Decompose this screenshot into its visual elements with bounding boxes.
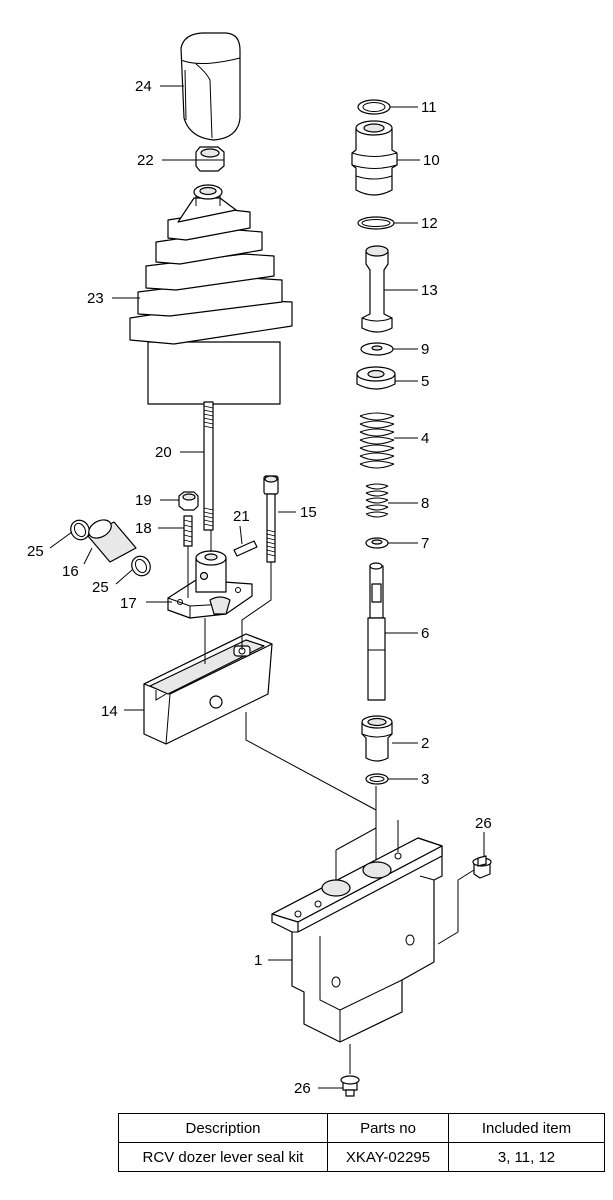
callout-labels: 24 22 23 20 19 18 21 15 25 16 25 17 14 1… — [27, 78, 492, 1097]
part-21-pin — [233, 540, 258, 557]
part-19-nut — [178, 491, 199, 511]
part-5-spring-seat — [356, 366, 396, 390]
cell-included-item: 3, 11, 12 — [448, 1142, 605, 1172]
part-16-pin — [87, 519, 137, 563]
header-parts-no: Parts no — [327, 1113, 449, 1143]
callout-10: 10 — [423, 152, 440, 169]
callout-4: 4 — [421, 430, 429, 447]
part-17-bracket — [167, 550, 253, 619]
callout-2: 2 — [421, 735, 429, 752]
callout-1: 1 — [254, 952, 262, 969]
callout-8: 8 — [421, 495, 429, 512]
part-26-plug-top — [472, 855, 492, 879]
part-15-bolt — [263, 475, 279, 563]
seal-kit-table: Description Parts no Included item RCV d… — [118, 1113, 605, 1172]
table-row: RCV dozer lever seal kit XKAY-02295 3, 1… — [118, 1142, 605, 1172]
callout-18: 18 — [135, 520, 152, 537]
part-2-bushing — [361, 715, 393, 762]
part-4-spring — [359, 412, 395, 469]
callout-16: 16 — [62, 563, 79, 580]
part-9-washer — [360, 342, 394, 356]
callout-22: 22 — [137, 152, 154, 169]
callout-19: 19 — [135, 492, 152, 509]
header-description: Description — [118, 1113, 328, 1143]
part-7-washer — [365, 537, 389, 549]
callout-21: 21 — [233, 508, 250, 525]
callout-24: 24 — [135, 78, 152, 95]
part-22-nut — [195, 146, 225, 172]
callout-9: 9 — [421, 341, 429, 358]
callout-17: 17 — [120, 595, 137, 612]
callout-5: 5 — [421, 373, 429, 390]
cell-description: RCV dozer lever seal kit — [118, 1142, 328, 1172]
part-12-o-ring — [357, 216, 395, 230]
callout-12: 12 — [421, 215, 438, 232]
callout-3: 3 — [421, 771, 429, 788]
callout-26-top: 26 — [475, 815, 492, 832]
callout-23: 23 — [87, 290, 104, 307]
callout-25-left: 25 — [27, 543, 44, 560]
part-24-knob — [180, 32, 241, 141]
part-1-valve-body — [271, 837, 443, 1043]
callout-6: 6 — [421, 625, 429, 642]
callout-26-bottom: 26 — [294, 1080, 311, 1097]
part-3-o-ring — [365, 773, 389, 785]
table-header-row: Description Parts no Included item — [118, 1113, 605, 1143]
exploded-parts-diagram: 24 22 23 20 19 18 21 15 25 16 25 17 14 1… — [27, 32, 492, 1097]
part-25-snap-ring-right — [131, 555, 151, 577]
callout-13: 13 — [421, 282, 438, 299]
part-11-seal — [357, 99, 391, 115]
callout-14: 14 — [101, 703, 118, 720]
callout-25-right: 25 — [92, 579, 109, 596]
leader-lines — [49, 85, 485, 1089]
part-10-plug — [351, 120, 398, 196]
part-25-snap-ring-left — [70, 519, 90, 541]
callout-11: 11 — [421, 99, 437, 116]
cell-parts-no: XKAY-02295 — [327, 1142, 449, 1172]
part-26-plug-bottom — [340, 1075, 360, 1097]
part-14-housing — [143, 633, 273, 745]
part-23-boot — [129, 184, 293, 405]
callout-20: 20 — [155, 444, 172, 461]
callout-15: 15 — [300, 504, 317, 521]
part-13-push-rod — [361, 245, 393, 333]
part-20-stud — [203, 401, 214, 531]
callout-7: 7 — [421, 535, 429, 552]
part-18-screw — [183, 515, 193, 547]
assembly-guide-lines — [187, 530, 475, 1074]
part-6-spool — [367, 562, 386, 701]
header-included-item: Included item — [448, 1113, 605, 1143]
part-8-spring — [365, 483, 389, 518]
